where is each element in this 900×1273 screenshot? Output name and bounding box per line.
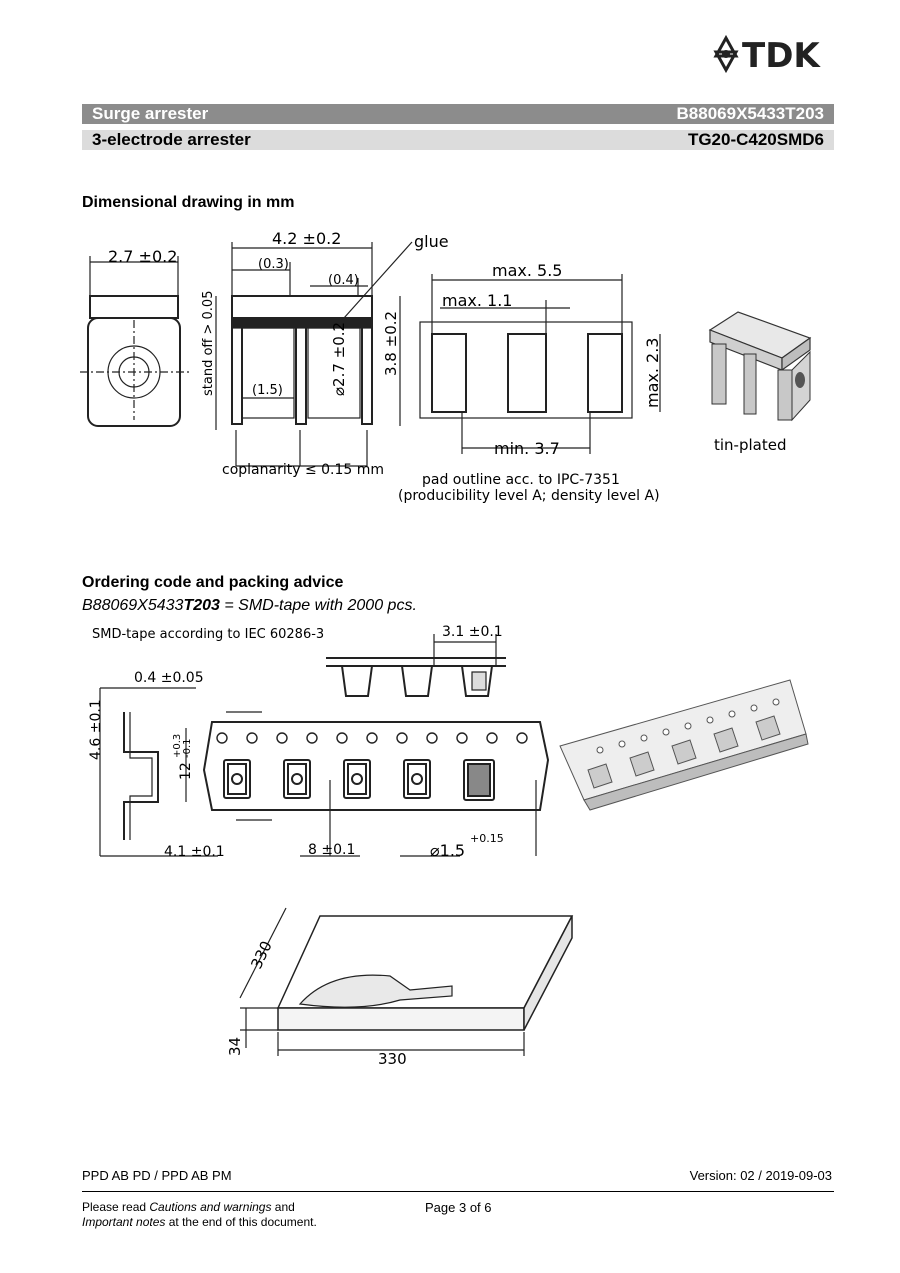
label-pad-note-1: pad outline acc. to IPC-7351 [422, 472, 620, 488]
label-glue: glue [414, 232, 449, 251]
front-cap [89, 295, 179, 319]
label-coplanarity: coplanarity ≤ 0.15 mm [222, 462, 384, 478]
label-max-55: max. 5.5 [492, 261, 562, 280]
side-cap [231, 295, 373, 319]
label-max-11: max. 1.1 [442, 291, 512, 310]
label-tol-12-minus: -0.1 [182, 738, 193, 758]
pad-left [431, 333, 467, 413]
subtitle-code-prefix: B88069X5433 [82, 597, 184, 614]
label-height-38: 3.8 ±0.2 [382, 311, 400, 376]
label-min-37: min. 3.7 [494, 439, 560, 458]
label-max-23: max. 2.3 [643, 338, 662, 408]
section-title-ordering: Ordering code and packing advice [82, 574, 344, 591]
subtitle-description: = SMD-tape with 2000 pcs. [219, 597, 417, 614]
footer-note-line2: Important notes at the end of this docum… [82, 1215, 317, 1229]
label-dim-12: 12 [178, 762, 194, 780]
footer-note: Please read Cautions and warnings and Im… [82, 1200, 317, 1230]
footer-divider [82, 1191, 834, 1192]
tape-3d-illustration [559, 679, 809, 811]
footer-dept: PPD AB PD / PPD AB PM [82, 1168, 232, 1183]
product-name: Surge arrester [92, 104, 209, 123]
footer-version: Version: 02 / 2019-09-03 [689, 1168, 832, 1183]
page-number: Page 3 of 6 [425, 1200, 492, 1215]
tdk-logo-text: TDK [742, 36, 821, 74]
label-tin-plated: tin-plated [714, 436, 786, 454]
label-dim-03: (0.3) [258, 257, 289, 272]
footer-note-line1: Please read Cautions and warnings and [82, 1200, 295, 1214]
reel-drawing: 330 34 330 [226, 907, 574, 1068]
product-code: B88069X5433T203 [676, 104, 824, 123]
part-3d-illustration [708, 311, 812, 422]
label-standoff: stand off > 0.05 [201, 291, 216, 396]
label-dia-27: ⌀2.7 ±0.2 [330, 322, 348, 396]
pad-right [587, 333, 623, 413]
label-dim-15: (1.5) [252, 383, 283, 398]
label-reel-330: 330 [378, 1050, 407, 1068]
label-length-42: 4.2 ±0.2 [272, 229, 341, 248]
pad-center [507, 333, 547, 413]
header-bar-type: 3-electrode arrester TG20-C420SMD6 [82, 130, 834, 150]
tdk-emblem-icon [713, 34, 739, 74]
label-dim-8: 8 ±0.1 [308, 842, 355, 858]
section-title-dimensional: Dimensional drawing in mm [82, 194, 295, 211]
label-reel-34: 34 [226, 1037, 244, 1056]
ordering-subtitle: B88069X5433T203 = SMD-tape with 2000 pcs… [82, 597, 417, 615]
product-type: 3-electrode arrester [92, 130, 251, 149]
sprocket-holes [216, 732, 528, 744]
label-dim-41: 4.1 ±0.1 [164, 844, 225, 860]
dimensional-drawing: 2.7 ±0.2 4.2 ±0.2 (0.3) (0.4) glue stand… [80, 229, 812, 504]
label-reel-330-diag: 330 [247, 938, 275, 972]
tape-pockets [223, 759, 495, 801]
label-dim-04-tape: 0.4 ±0.05 [134, 670, 204, 686]
label-tol-12-plus: +0.3 [172, 734, 183, 758]
label-pad-note-2: (producibility level A; density level A) [398, 488, 660, 504]
pad-outline [419, 321, 633, 419]
label-dim-46: 4.6 ±0.1 [88, 699, 104, 760]
label-tol-15: +0.15 [470, 832, 504, 845]
label-dia-15: ⌀1.5 [430, 841, 465, 860]
subtitle-code-suffix: T203 [183, 597, 220, 614]
product-model: TG20-C420SMD6 [687, 130, 824, 149]
label-tape-note: SMD-tape according to IEC 60286-3 [92, 627, 324, 642]
label-dim-31: 3.1 ±0.1 [442, 624, 503, 640]
label-width-27: 2.7 ±0.2 [108, 247, 177, 266]
tdk-logo: TDK [708, 34, 838, 76]
label-dim-04: (0.4) [328, 273, 359, 288]
header-bar-product: Surge arrester B88069X5433T203 [82, 104, 834, 124]
tape-drawing: SMD-tape according to IEC 60286-3 3.1 ±0… [88, 624, 809, 860]
